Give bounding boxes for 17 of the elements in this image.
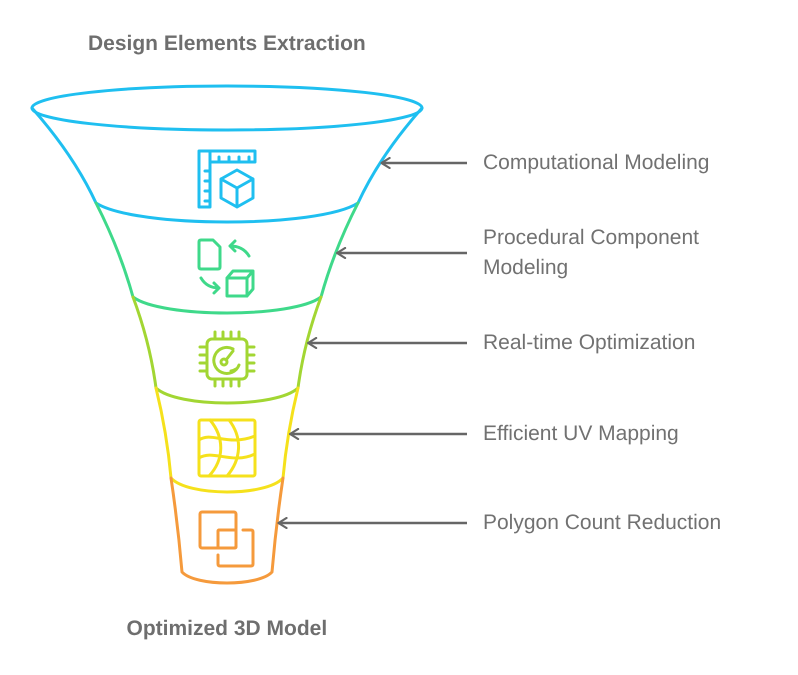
funnel-top-label: Design Elements Extraction — [88, 31, 366, 57]
stage-label: Computational Modeling — [483, 148, 710, 178]
funnel-section — [154, 386, 300, 494]
funnel-section — [30, 84, 424, 224]
stage-label: Procedural Component Modeling — [483, 223, 753, 283]
arrow — [288, 428, 467, 440]
funnel-section — [94, 202, 360, 314]
funnel-bottom-label: Optimized 3D Model — [126, 616, 328, 642]
stage-label: Polygon Count Reduction — [483, 508, 722, 538]
arrow — [336, 246, 467, 260]
stage-label: Efficient UV Mapping — [483, 419, 679, 449]
arrow — [307, 336, 467, 350]
funnel-section — [132, 296, 322, 404]
arrow — [380, 156, 467, 170]
funnel-section — [170, 476, 284, 584]
stage-label: Real-time Optimization — [483, 328, 696, 358]
arrow — [277, 516, 467, 530]
